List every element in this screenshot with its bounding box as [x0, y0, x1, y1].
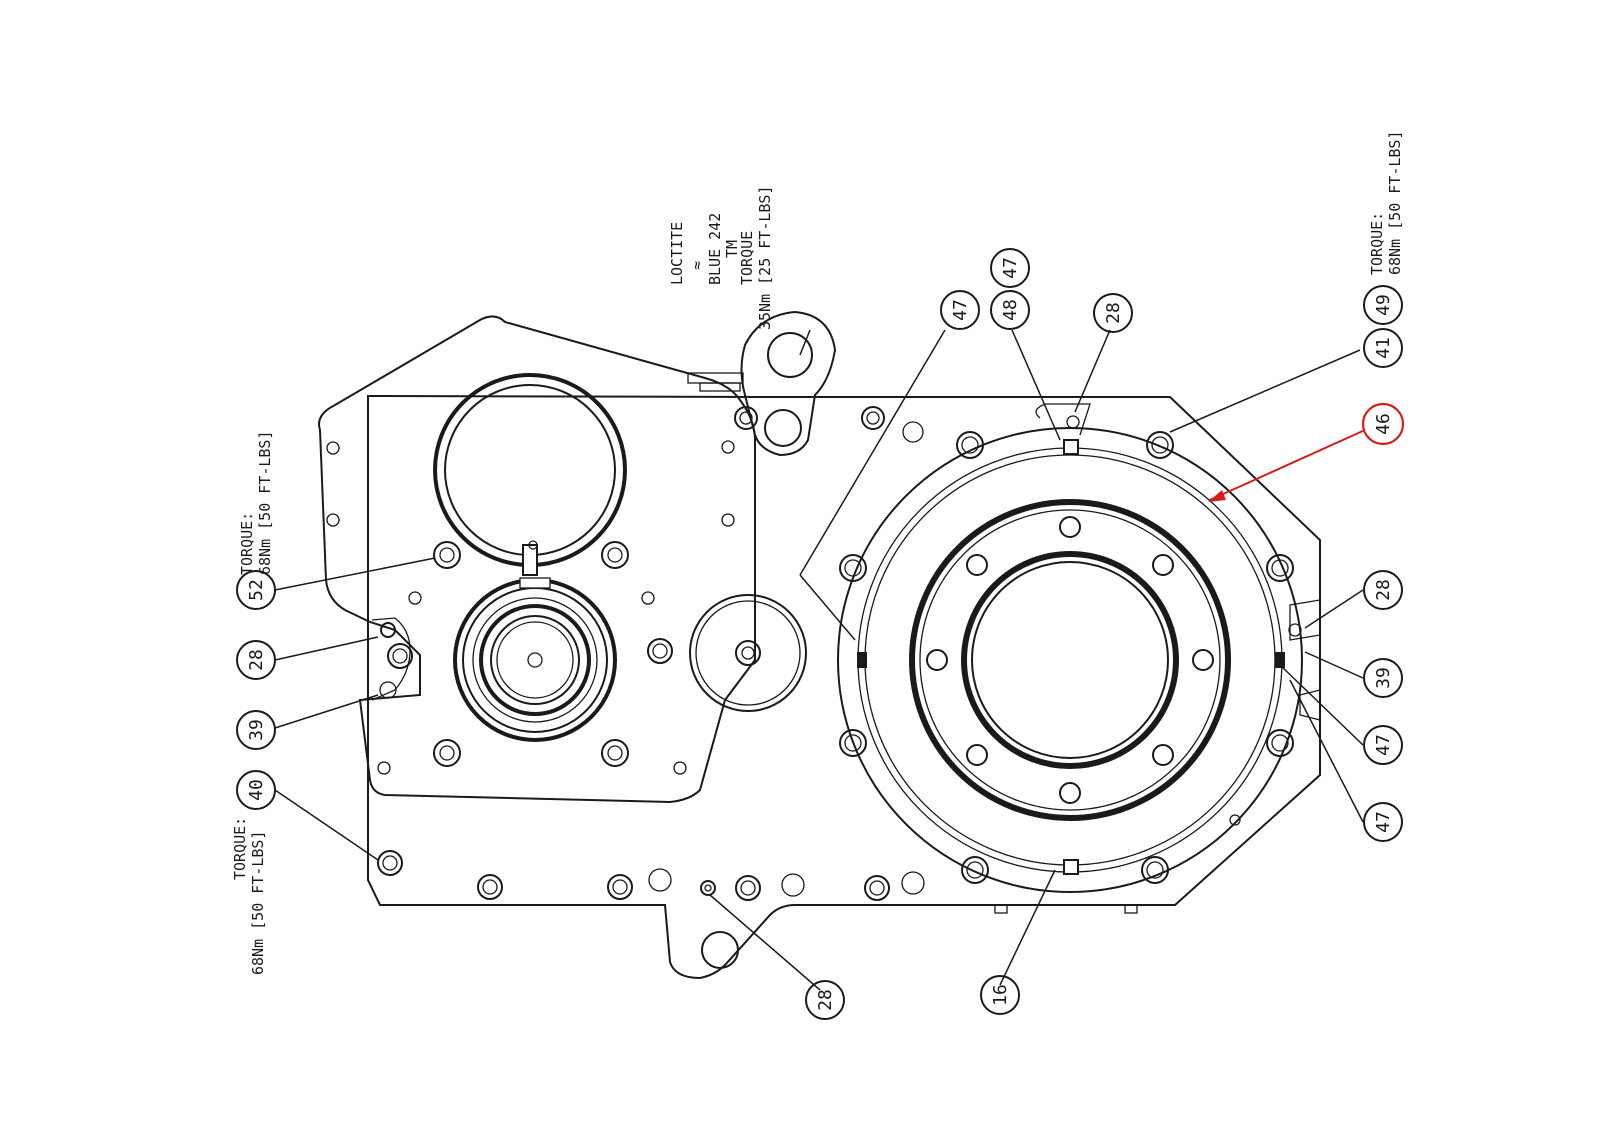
- main-flange: [837, 403, 1321, 893]
- callout-28-bottom: 28: [805, 980, 845, 1020]
- note-torque-left-bottom: TORQUE: 68Nm [50 FT-LBS]: [231, 817, 267, 975]
- callout-39-left: 39: [236, 710, 276, 750]
- upper-bearing: [433, 373, 627, 576]
- callout-52: 52: [236, 570, 276, 610]
- callout-41: 41: [1363, 328, 1403, 368]
- svg-text:39: 39: [246, 719, 267, 741]
- svg-text:46: 46: [1373, 413, 1394, 435]
- leaders: [274, 329, 1366, 991]
- svg-text:35Nm [25 FT-LBS]: 35Nm [25 FT-LBS]: [756, 186, 774, 331]
- callout-47-b: 47: [990, 248, 1030, 288]
- outer-bolt-ring: [839, 415, 1302, 884]
- callout-47-right-a: 47: [1363, 725, 1403, 765]
- svg-text:49: 49: [1373, 294, 1394, 316]
- callout-48: 48: [990, 290, 1030, 330]
- callout-28-top: 28: [1093, 293, 1133, 333]
- svg-text:41: 41: [1373, 337, 1394, 359]
- svg-text:47: 47: [1373, 734, 1394, 756]
- housing-outline: [367, 394, 1321, 980]
- upper-plate-outline: [318, 315, 756, 804]
- callout-47-right-b: 47: [1363, 802, 1403, 842]
- svg-text:68Nm [50 FT-LBS]: 68Nm [50 FT-LBS]: [1386, 131, 1404, 276]
- svg-text:40: 40: [246, 779, 267, 801]
- note-torque-top-right: TORQUE: 68Nm [50 FT-LBS]: [1368, 131, 1404, 276]
- svg-text:16: 16: [990, 984, 1011, 1006]
- callout-28-left: 28: [236, 640, 276, 680]
- svg-text:47: 47: [1373, 811, 1394, 833]
- svg-text:TORQUE:: TORQUE:: [1368, 212, 1386, 275]
- svg-text:47: 47: [1000, 257, 1021, 279]
- svg-text:TORQUE:: TORQUE:: [231, 817, 249, 880]
- highlight-leader: [1209, 429, 1366, 501]
- svg-text:68Nm [50 FT-LBS]: 68Nm [50 FT-LBS]: [256, 431, 274, 576]
- callout-47-a: 47: [940, 290, 980, 330]
- callout-28-right: 28: [1363, 570, 1403, 610]
- svg-text:≈: ≈: [688, 261, 706, 270]
- perimeter-bolts: [377, 406, 1138, 969]
- note-torque-left-top: TORQUE: 68Nm [50 FT-LBS]: [238, 431, 274, 576]
- svg-text:BLUE 242: BLUE 242: [706, 213, 724, 285]
- callout-46: 46: [1361, 402, 1405, 446]
- callout-40: 40: [236, 770, 276, 810]
- svg-text:48: 48: [1000, 299, 1021, 321]
- upper-plate-bolts: [326, 440, 735, 775]
- svg-text:TM: TM: [723, 240, 741, 258]
- idler-gear: [689, 594, 807, 712]
- callout-16: 16: [980, 975, 1020, 1015]
- svg-text:TORQUE: TORQUE: [738, 231, 756, 285]
- svg-text:47: 47: [950, 299, 971, 321]
- output-shaft: [453, 577, 617, 742]
- callout-49: 49: [1363, 285, 1403, 325]
- svg-text:68Nm [50 FT-LBS]: 68Nm [50 FT-LBS]: [249, 831, 267, 976]
- svg-text:TORQUE:: TORQUE:: [238, 512, 256, 575]
- svg-text:28: 28: [1373, 579, 1394, 601]
- lift-bracket: [687, 310, 837, 457]
- svg-text:39: 39: [1373, 667, 1394, 689]
- svg-text:28: 28: [1103, 302, 1124, 324]
- svg-text:52: 52: [246, 579, 267, 601]
- svg-text:LOCTITE: LOCTITE: [668, 222, 686, 285]
- note-loctite: LOCTITE ≈ BLUE 242 TM TORQUE 35Nm [25 FT…: [668, 186, 774, 331]
- svg-text:28: 28: [246, 649, 267, 671]
- svg-text:28: 28: [815, 989, 836, 1011]
- inner-flange-holes: [926, 516, 1214, 804]
- callout-39-right: 39: [1363, 658, 1403, 698]
- plate-notch: [371, 617, 411, 701]
